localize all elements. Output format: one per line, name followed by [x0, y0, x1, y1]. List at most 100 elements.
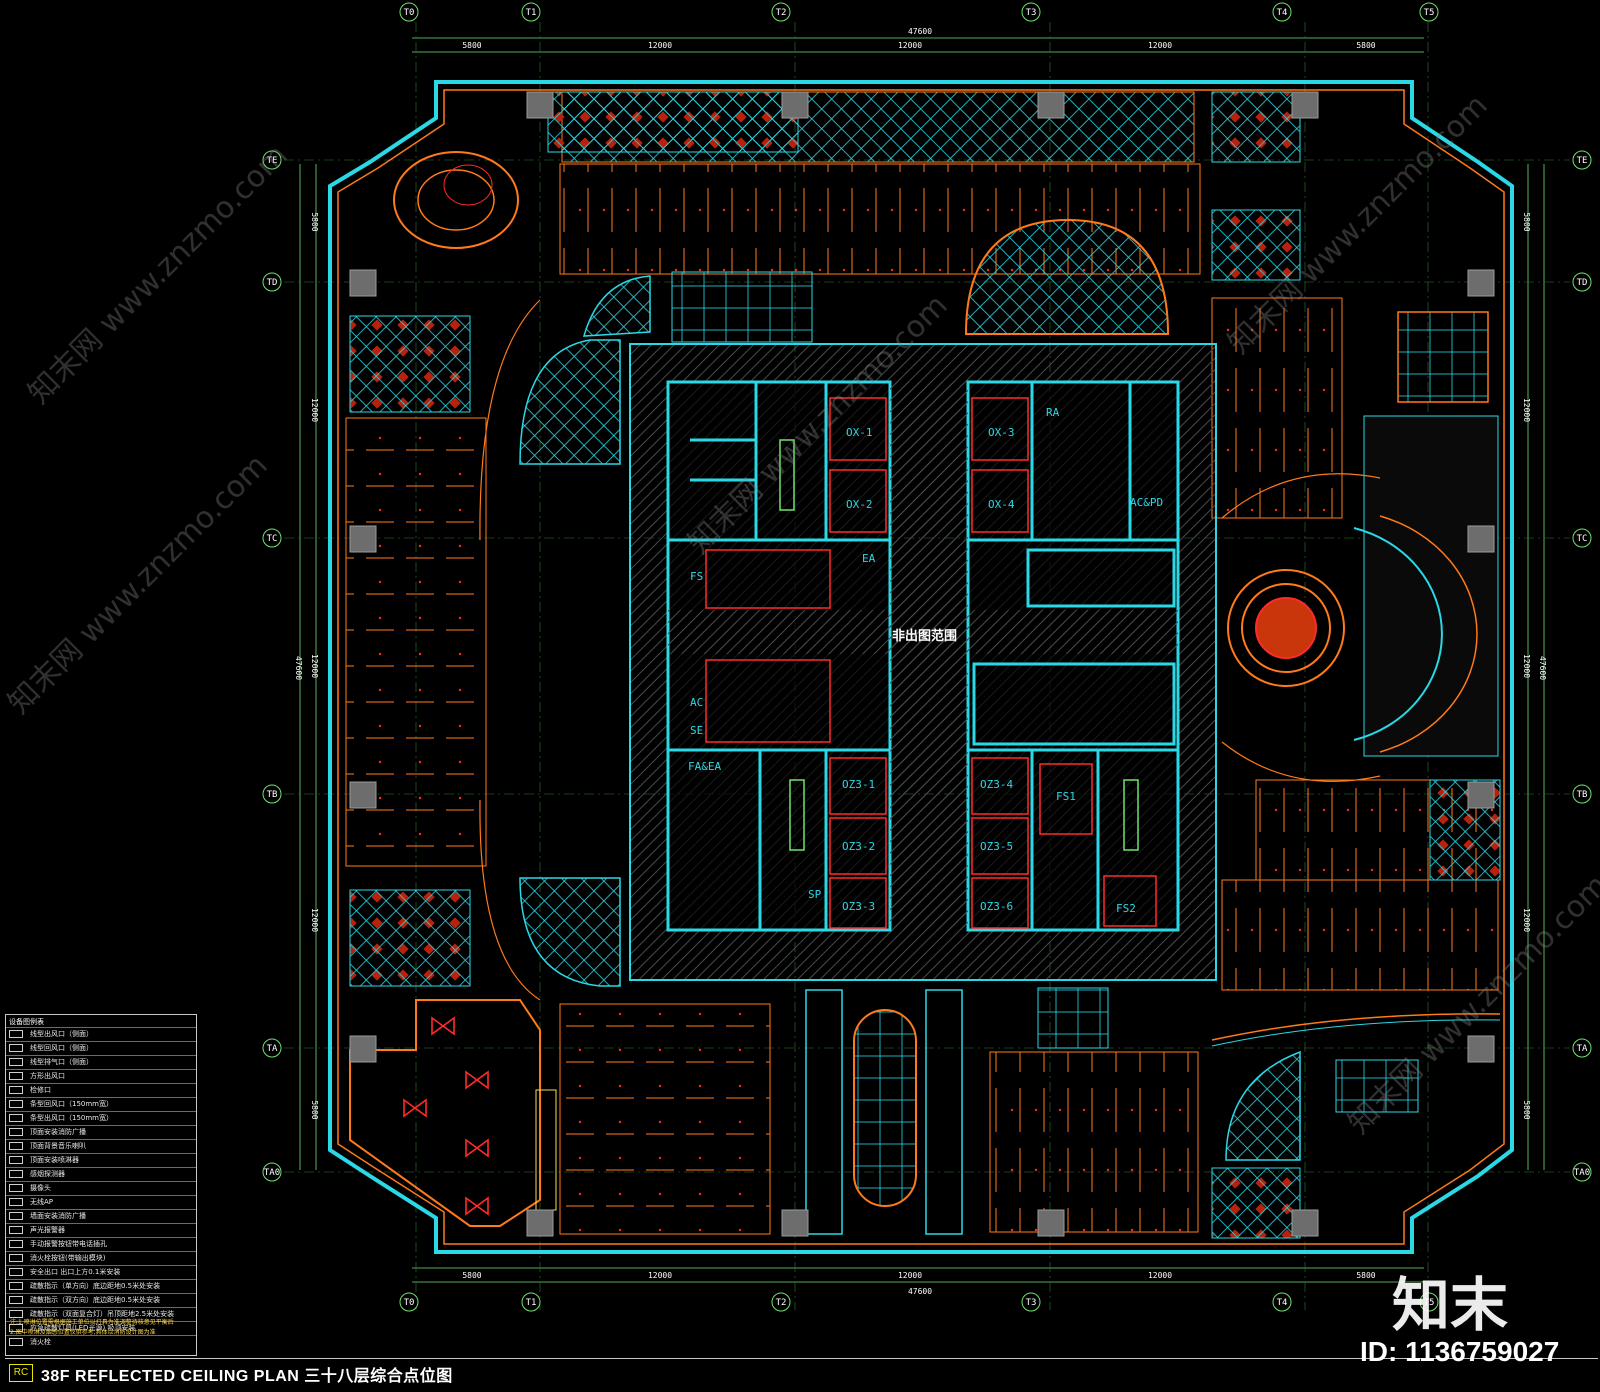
left-axis-bubble [262, 1162, 282, 1182]
room-label: AC&PD [1130, 496, 1163, 509]
room-label: SE [690, 724, 703, 737]
structural-columns [349, 91, 1495, 1237]
excluded-zone-label: 非出图范围 [892, 628, 957, 644]
bowtie-fixtures [403, 1016, 489, 1216]
legend-item-label: 墙面安装消防广播 [30, 1212, 86, 1220]
room-label: OX-4 [988, 498, 1015, 511]
top-segment-dimension: 12000 [648, 41, 672, 50]
bottom-axis-label: T4 [1277, 1298, 1288, 1308]
image-id: ID: 1136759027 [1360, 1336, 1560, 1367]
legend-item: 摄像头 [6, 1181, 196, 1195]
room-label: OZ3-5 [980, 840, 1013, 853]
left-axis-label: TA0 [264, 1168, 280, 1178]
legend-symbol-icon [9, 1338, 23, 1346]
core-area [629, 343, 1217, 981]
legend-item: 消火栓 [6, 1335, 196, 1349]
right-segment-dimension: 5800 [1522, 1100, 1531, 1119]
legend-item: 疏散指示（双方向）底边距地0.5米处安装 [6, 1293, 196, 1307]
room-label: OZ3-1 [842, 778, 875, 791]
legend-item: 墙面安装消防广播 [6, 1209, 196, 1223]
left-segment-dimension: 12000 [310, 908, 319, 932]
bottom-axis-bubble [771, 1292, 791, 1312]
legend-item: 手动报警按钮带电话插孔 [6, 1237, 196, 1251]
left-segment-dimension: 12000 [310, 398, 319, 422]
room-label: OX-2 [846, 498, 873, 511]
legend-item-label: 线型出风口（侧面） [30, 1030, 93, 1038]
legend-title: 设备图例表 [9, 1018, 44, 1026]
top-segment-dimension: 12000 [898, 41, 922, 50]
room-label: OX-1 [846, 426, 873, 439]
legend-item-label: 感烟探测器 [30, 1170, 65, 1178]
right-segment-dimension: 12000 [1522, 908, 1531, 932]
left-axis-label: TE [267, 156, 278, 166]
room-label: AC [690, 696, 703, 709]
legend-symbol-icon [9, 1296, 23, 1304]
legend-item-label: 应急疏散灯具(LED光源) 吸顶安装 [30, 1324, 136, 1332]
right-segment-dimension: 12000 [1522, 398, 1531, 422]
left-axis-label: TC [267, 534, 278, 544]
bottom-axis-bubble [521, 1292, 541, 1312]
top-segment-dimension: 5800 [1356, 41, 1375, 50]
top-axis-bubble [1272, 2, 1292, 22]
legend-symbol-icon [9, 1282, 23, 1290]
right-total-dimension: 47600 [1538, 656, 1547, 680]
room-label: OX-3 [988, 426, 1015, 439]
left-segment-dimension: 12000 [310, 654, 319, 678]
top-axis-bubble [399, 2, 419, 22]
legend-item: 感烟探测器 [6, 1167, 196, 1181]
right-axis-label: TE [1577, 156, 1588, 166]
legend-symbol-icon [9, 1240, 23, 1248]
dimension-texts: 47600 47600 5800 5800 12000 12000 12000 12000 12… [294, 27, 1547, 1296]
left-axis-bubble [262, 784, 282, 804]
room-labels: OX-1 OX-2 OX-3 OX-4 OZ3-1 OZ3-2 OZ3-3 OZ… [688, 406, 1163, 915]
bottom-axis-bubble [1272, 1292, 1292, 1312]
top-axis-label: T0 [404, 8, 415, 18]
bottom-segment-dimension: 12000 [1148, 1271, 1172, 1280]
room-label: FA&EA [688, 760, 721, 773]
room-label: FS1 [1056, 790, 1076, 803]
legend-symbol-icon [9, 1086, 23, 1094]
bottom-total-dimension: 47600 [908, 1287, 932, 1296]
legend-item: 消火栓按钮(带输出模块) [6, 1251, 196, 1265]
right-axis-bubble [1572, 528, 1592, 548]
legend-item: 疏散指示（单方向）底边距地0.5米处安装 [6, 1279, 196, 1293]
right-axis-bubble [1572, 150, 1592, 170]
room-label: FS2 [1116, 902, 1136, 915]
legend-item-label: 方形出风口 [30, 1072, 65, 1080]
bottom-axis-label: T3 [1026, 1298, 1037, 1308]
legend-symbol-icon [9, 1212, 23, 1220]
top-axis-bubble [1419, 2, 1439, 22]
legend-symbol-icon [9, 1142, 23, 1150]
legend-item: 线型回风口（侧面） [6, 1041, 196, 1055]
top-total-dimension: 47600 [908, 27, 932, 36]
bottom-axis-label: T5 [1424, 1298, 1435, 1308]
legend-symbol-icon [9, 1100, 23, 1108]
right-segment-dimension: 5800 [1522, 212, 1531, 231]
legend-item-label: 线型回风口（侧面） [30, 1044, 93, 1052]
equipment-legend: 设备图例表 线型出风口（侧面） 线型回风口（侧面） 线型排气口（侧面） 方形出风口检修… [5, 1014, 197, 1356]
legend-item: 安全出口 出口上方0.1米安装 [6, 1265, 196, 1279]
legend-symbol-icon [9, 1170, 23, 1178]
legend-symbol-icon [9, 1310, 23, 1318]
legend-symbol-icon [9, 1156, 23, 1164]
legend-symbol-icon [9, 1184, 23, 1192]
legend-item: 顶面背景音乐喇叭 [6, 1139, 196, 1153]
legend-item: 线型排气口（侧面） [6, 1055, 196, 1069]
top-axis-label: T5 [1424, 8, 1435, 18]
bottom-axis-bubble [1021, 1292, 1041, 1312]
top-axis-label: T2 [776, 8, 787, 18]
legend-symbol-icon [9, 1268, 23, 1276]
right-axis-bubble [1572, 784, 1592, 804]
legend-symbol-icon [9, 1198, 23, 1206]
room-label: RA [1046, 406, 1060, 419]
legend-item: 无线AP [6, 1195, 196, 1209]
right-axis-label: TA0 [1574, 1168, 1590, 1178]
left-axis-label: TB [267, 790, 278, 800]
right-segment-dimension: 12000 [1522, 654, 1531, 678]
legend-item-label: 检修口 [30, 1086, 51, 1094]
legend-item-label: 安全出口 出口上方0.1米安装 [30, 1268, 121, 1276]
left-axis-bubble [262, 528, 282, 548]
legend-symbol-icon [9, 1254, 23, 1262]
bottom-axis-label: T1 [526, 1298, 537, 1308]
